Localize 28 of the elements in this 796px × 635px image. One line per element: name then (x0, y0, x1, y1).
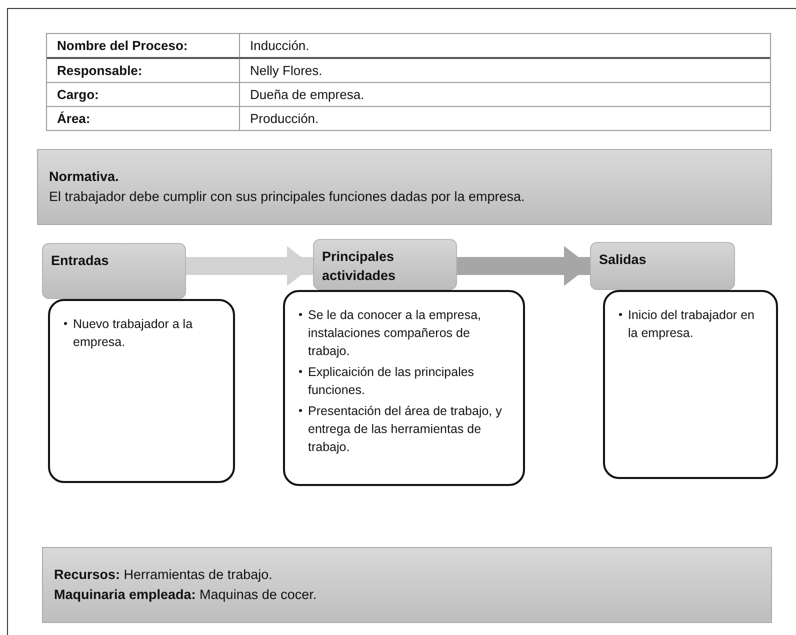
stage-title: Entradas (51, 252, 110, 270)
field-value: Dueña de empresa. (240, 83, 770, 107)
bullet-item: Presentación del área de trabajo, y entrega de las herramientas de trabajo. (308, 403, 503, 456)
field-value: Inducción. (240, 34, 770, 59)
resource-text: Maquinaria empleada: Maquinas de cocer. (54, 586, 318, 604)
stage-title: Principales actividades (322, 248, 397, 285)
stage-card (603, 290, 778, 479)
field-name: Cargo: (47, 83, 240, 107)
stage-card (48, 299, 235, 483)
field-value: Producción. (249, 110, 320, 128)
field-name: Área: (47, 107, 240, 130)
field-name: Nombre del Proceso: (47, 34, 240, 59)
bullet-item: Se le da conocer a la empresa, instalaciones compañeros de trabajo. (308, 307, 482, 360)
stage-header (313, 239, 457, 290)
bullet-item: Nuevo trabajador a la empresa. (73, 316, 194, 351)
bullet-item: Explicaición de las principales funciones. (308, 364, 476, 399)
field-name: Responsable: (47, 59, 240, 83)
section-heading: Normativa. (49, 168, 120, 186)
field-value: Nelly Flores. (240, 59, 770, 83)
bullet-item: Inicio del trabajador en la empresa. (628, 307, 756, 342)
resources-band (42, 547, 772, 623)
stage-card (283, 290, 525, 486)
stage-title: Salidas (599, 251, 648, 269)
resource-text: Recursos: Herramientas de trabajo. (54, 566, 274, 584)
norm-band (37, 149, 772, 225)
norm-text: El trabajador debe cumplir con sus principales funciones dadas por la empresa. (49, 188, 526, 206)
stage-header (590, 242, 735, 290)
stage-header (42, 243, 186, 299)
